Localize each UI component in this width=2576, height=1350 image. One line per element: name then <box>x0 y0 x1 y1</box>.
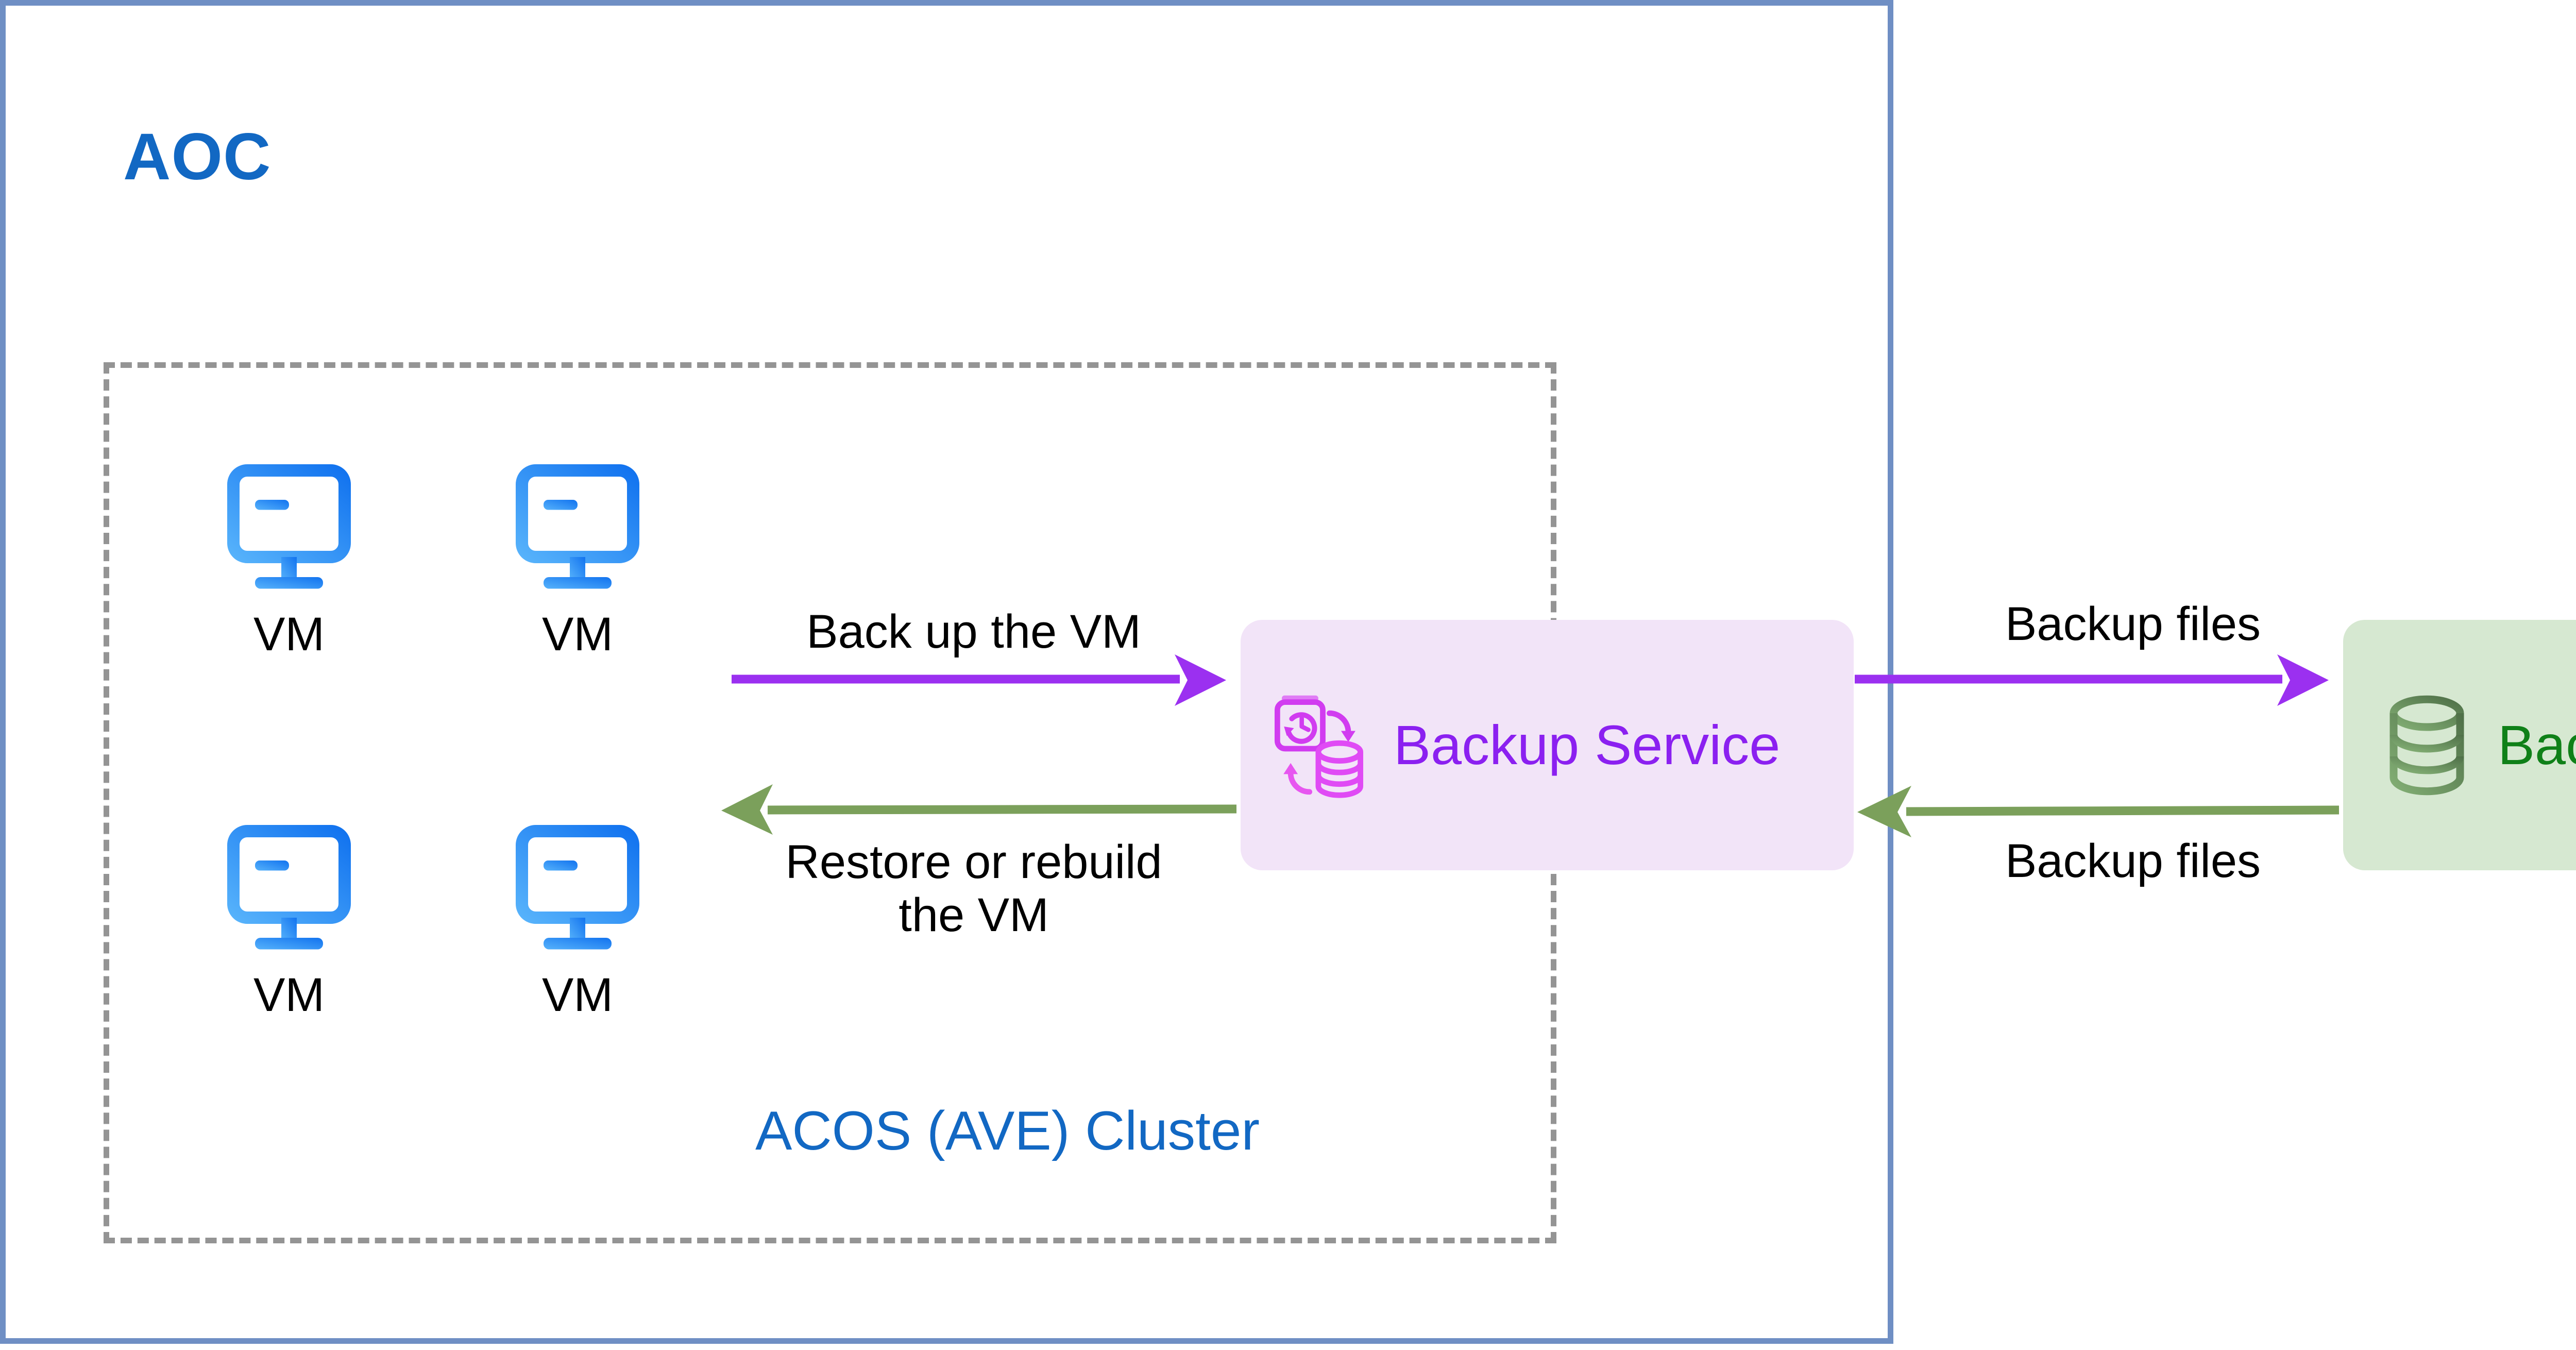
database-cylinder-icon <box>2389 695 2464 795</box>
vm-node-2[interactable]: VM <box>490 449 665 658</box>
vm-monitor-icon <box>227 464 351 589</box>
vm-label: VM <box>542 608 613 661</box>
vm-node-4[interactable]: VM <box>490 809 665 1019</box>
aoc-title: AOC <box>123 120 272 194</box>
vm-monitor-icon <box>227 825 351 950</box>
arrow-backup-files-in <box>1857 786 2340 837</box>
backup-service-label: Backup Service <box>1394 714 1781 776</box>
backup-service-node[interactable]: Backup Service <box>1241 620 1854 870</box>
vm-node-1[interactable]: VM <box>201 449 377 658</box>
edge-label-back-up-the-vm: Back up the VM <box>806 605 1141 658</box>
vm-label: VM <box>253 969 325 1021</box>
vm-label: VM <box>542 969 613 1021</box>
backup-restore-database-icon <box>1274 695 1363 798</box>
vm-label: VM <box>253 608 325 661</box>
backup-repository-node[interactable]: Backup Repository <box>2343 620 2576 870</box>
vm-node-3[interactable]: VM <box>201 809 377 1019</box>
vm-monitor-icon <box>516 464 639 589</box>
arrow-backup-files-out <box>1855 654 2329 706</box>
acos-ave-cluster-label: ACOS (AVE) Cluster <box>755 1100 1260 1161</box>
edge-label-backup-files-in: Backup files <box>2005 835 2261 887</box>
edge-label-restore-or-rebuild-the-vm: Restore or rebuild the VM <box>785 836 1162 942</box>
edge-label-backup-files-out: Backup files <box>2005 598 2261 650</box>
vm-monitor-icon <box>516 825 639 950</box>
backup-repository-label: Backup Repository <box>2498 714 2576 776</box>
